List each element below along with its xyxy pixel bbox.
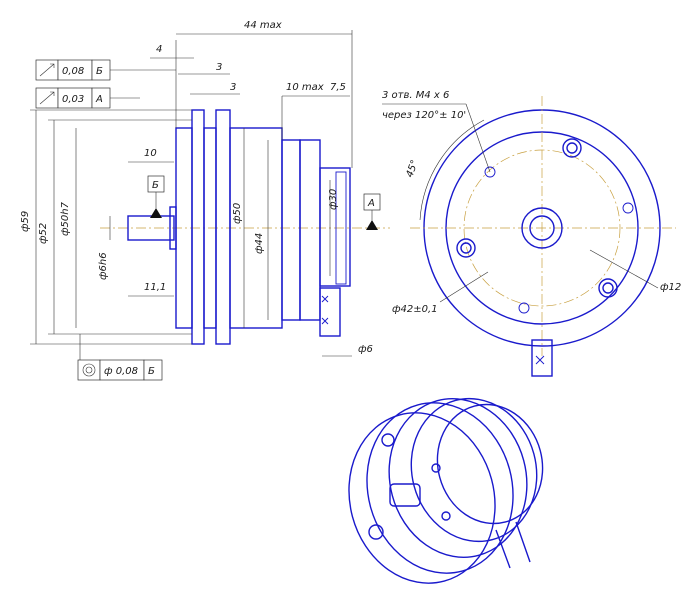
dim-4: 4 <box>156 44 162 55</box>
svg-text:0,08: 0,08 <box>62 66 84 77</box>
dim-3b: 3 <box>230 82 236 93</box>
angle-45: 45° <box>404 159 420 179</box>
tolerance-frame-3: ф 0,08 Б <box>77 334 163 381</box>
dim-3a: 3 <box>216 62 222 73</box>
dim-dia6h6: ф6h6 <box>98 252 109 280</box>
dim-dia50h7: ф50h7 <box>60 201 71 236</box>
isometric-view <box>348 397 544 584</box>
tolerance-frame-1: 0,08 Б <box>35 59 176 81</box>
svg-text:А: А <box>95 94 103 105</box>
svg-text:0,03: 0,03 <box>62 94 84 105</box>
holes-note-line2: через 120°± 10' <box>382 110 466 121</box>
holes-note-line1: 3 отв. М4 x 6 <box>382 90 449 101</box>
dim-dia12: ф12 <box>660 282 681 293</box>
dim-111: 11,1 <box>144 282 166 293</box>
datum-a: А <box>363 193 381 230</box>
dim-44max: 44 max <box>244 20 282 31</box>
dim-dia59: ф59 <box>20 211 31 232</box>
svg-text:Б: Б <box>96 66 103 77</box>
runout-icon <box>39 63 55 77</box>
dim-10max: 10 max <box>286 82 324 93</box>
dim-dia42: ф42±0,1 <box>392 304 438 315</box>
front-view-labels: 3 отв. М4 x 6 через 120°± 10' 45° ф42±0,… <box>382 90 681 315</box>
front-view <box>410 96 676 377</box>
tolerance-frame-2: 0,03 А <box>35 87 140 109</box>
svg-text:Б: Б <box>152 180 159 191</box>
side-view <box>100 109 390 345</box>
svg-text:А: А <box>367 198 375 209</box>
dim-75: 7,5 <box>330 82 346 93</box>
svg-text:ф 0,08: ф 0,08 <box>104 366 138 377</box>
top-dimensions: 44 max 4 3 3 10 max 7,5 10 11,1 ф6 <box>128 20 373 357</box>
dim-dia6: ф6 <box>358 344 373 355</box>
runout-icon <box>39 91 55 105</box>
dim-10: 10 <box>144 148 157 159</box>
svg-text:Б: Б <box>148 366 155 377</box>
dim-dia44: ф44 <box>254 233 265 254</box>
concentricity-icon <box>82 363 96 377</box>
diameter-dimensions: ф59 ф52 ф50h7 ф6h6 ф50 ф44 ф30 <box>20 109 339 345</box>
dim-dia50: ф50 <box>232 203 243 224</box>
dim-dia52: ф52 <box>38 223 49 244</box>
dim-dia30: ф30 <box>328 189 339 210</box>
datum-b: Б <box>147 175 165 218</box>
